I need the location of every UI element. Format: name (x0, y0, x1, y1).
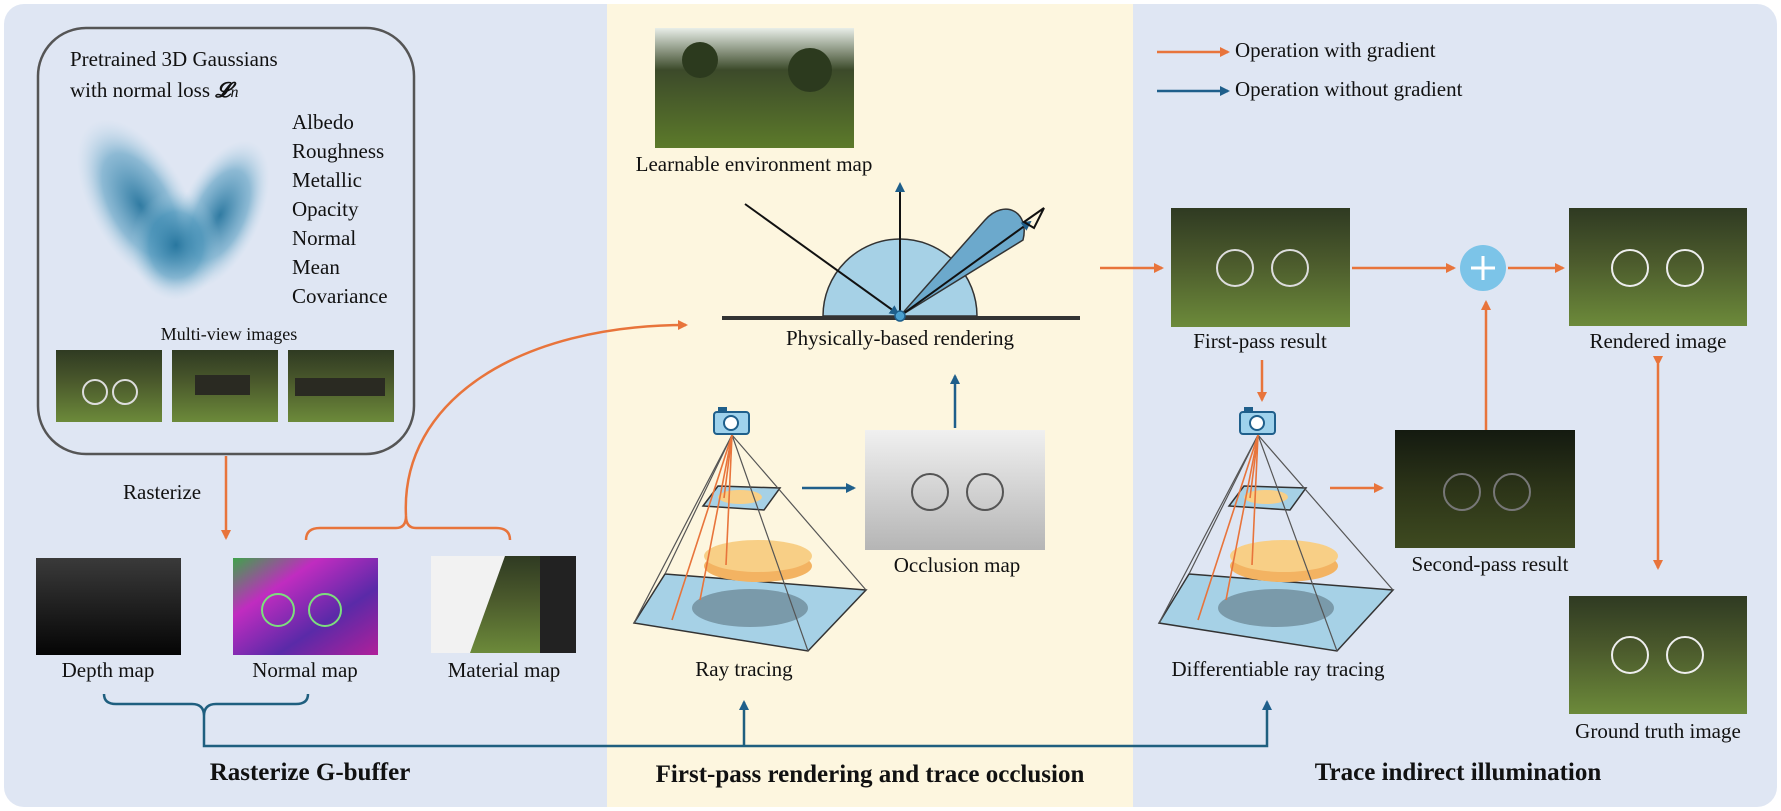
normal-map-image (233, 558, 378, 655)
attribute-roughness: Roughness (292, 139, 385, 163)
attribute-mean: Mean (292, 255, 340, 279)
multiview-label: Multi-view images (160, 324, 298, 344)
gaussian-title-line2: with normal loss 𝓛n (70, 80, 239, 101)
material-map-label: Material map (447, 658, 561, 682)
occlusion-map-label: Occlusion map (893, 553, 1021, 577)
ray-tracing-diagram (632, 434, 868, 652)
section-title-left: Rasterize G-buffer (209, 759, 411, 786)
first-pass-image (1171, 208, 1350, 327)
multiview-images (56, 350, 394, 422)
second-pass-image (1395, 430, 1575, 548)
second-pass-label: Second-pass result (1411, 552, 1569, 576)
normal-map-label: Normal map (252, 658, 358, 682)
rasterize-label: Rasterize (123, 480, 202, 504)
ray-tracing-label: Ray tracing (695, 657, 793, 681)
first-pass-label: First-pass result (1193, 329, 1327, 353)
attribute-opacity: Opacity (292, 197, 359, 221)
gaussian-blob (76, 119, 270, 300)
depth-map-label: Depth map (61, 658, 155, 682)
plus-icon (1460, 245, 1506, 291)
section-title-right: Trace indirect illumination (1314, 759, 1602, 786)
attribute-normal: Normal (292, 226, 357, 250)
pbr-label: Physically-based rendering (785, 326, 1015, 350)
ground-truth-label: Ground truth image (1575, 719, 1741, 743)
legend-gradient-label: Operation with gradient (1235, 38, 1436, 62)
attribute-covariance: Covariance (292, 284, 388, 308)
camera-icon (1239, 407, 1276, 435)
gaussian-title-text: with normal loss (70, 78, 210, 102)
env-map-image (655, 28, 854, 148)
camera-icon (713, 407, 750, 435)
env-map-label: Learnable environment map (635, 152, 873, 176)
gaussian-box (36, 26, 416, 456)
section-title-middle: First-pass rendering and trace occlusion (655, 761, 1085, 788)
gaussian-title-line1: Pretrained 3D Gaussians (70, 47, 278, 71)
diff-ray-tracing-diagram (1157, 434, 1395, 652)
ground-truth-image (1569, 596, 1747, 714)
rendered-image (1569, 208, 1747, 326)
loss-subscript: n (230, 84, 239, 101)
rendered-image-label: Rendered image (1589, 329, 1727, 353)
depth-map-image (36, 558, 181, 655)
gbuffer-to-pbr-arrow (404, 320, 688, 517)
gbuffer-bus-line (202, 700, 1272, 748)
attribute-albedo: Albedo (292, 110, 354, 134)
eye-icon (1022, 207, 1045, 230)
material-map-image (431, 556, 576, 653)
diff-ray-tracing-label: Differentiable ray tracing (1171, 657, 1385, 681)
attribute-metallic: Metallic (292, 168, 362, 192)
occlusion-map-image (865, 430, 1045, 550)
legend-no-gradient-label: Operation without gradient (1235, 77, 1463, 101)
pbr-diagram (722, 182, 1080, 322)
loss-symbol: 𝓛 (215, 78, 231, 102)
